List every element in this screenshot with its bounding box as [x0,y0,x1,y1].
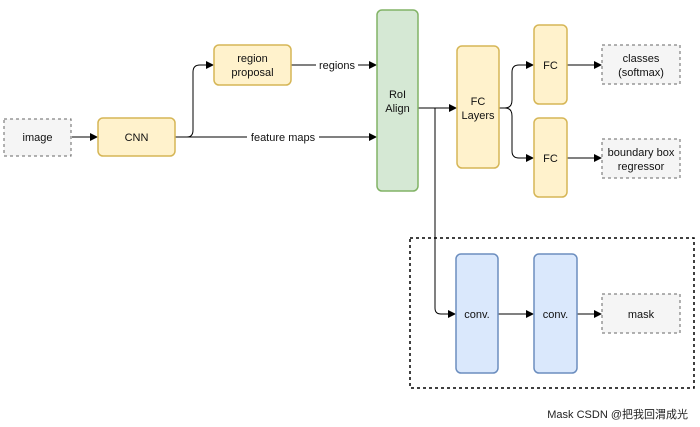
roi-align-label-line2: Align [385,103,409,115]
cnn-node: CNN [97,117,176,157]
image-node: image [3,118,72,157]
classes-node: classes (softmax) [601,44,681,85]
feature-maps-label: feature maps [251,132,316,144]
edge-fc-layers-fc-bottom [499,107,534,162]
region-proposal-node: region proposal [213,44,292,86]
mask-branch-container [409,237,695,389]
conv2-label: conv. [543,309,568,321]
region-proposal-label-line1: region [237,53,268,65]
conv1-label: conv. [464,309,489,321]
fc-bottom-label: FC [543,153,558,165]
mask-label: mask [628,309,655,321]
bbox-regressor-node: boundary box regressor [601,138,681,179]
conv1-node: conv. [455,253,499,374]
image-label: image [23,132,53,144]
fc-layers-node: FC Layers [456,45,500,169]
fc-layers-label-line2: Layers [461,110,495,122]
bbox-regressor-label-line1: boundary box [608,147,675,159]
cnn-label: CNN [125,132,149,144]
region-proposal-label-line2: proposal [231,67,273,79]
roi-align-label-line1: RoI [389,89,406,101]
fc-bottom-node: FC [533,117,568,198]
edge-cnn-region-proposal [175,61,214,138]
edge-roi-conv [434,108,456,318]
fc-top-node: FC [533,24,568,105]
conv2-node: conv. [533,253,578,374]
edge-fc-layers-fc-top [499,61,534,109]
mask-node: mask [601,293,681,334]
watermark-text: Mask CSDN @把我回渭成光 [547,407,688,421]
roi-align-node: RoI Align [376,9,419,192]
classes-label-line2: (softmax) [618,67,664,79]
classes-label-line1: classes [623,53,660,65]
bbox-regressor-label-line2: regressor [618,161,665,173]
fc-layers-label-line1: FC [471,96,486,108]
fc-top-label: FC [543,60,558,72]
regions-label: regions [319,60,356,72]
